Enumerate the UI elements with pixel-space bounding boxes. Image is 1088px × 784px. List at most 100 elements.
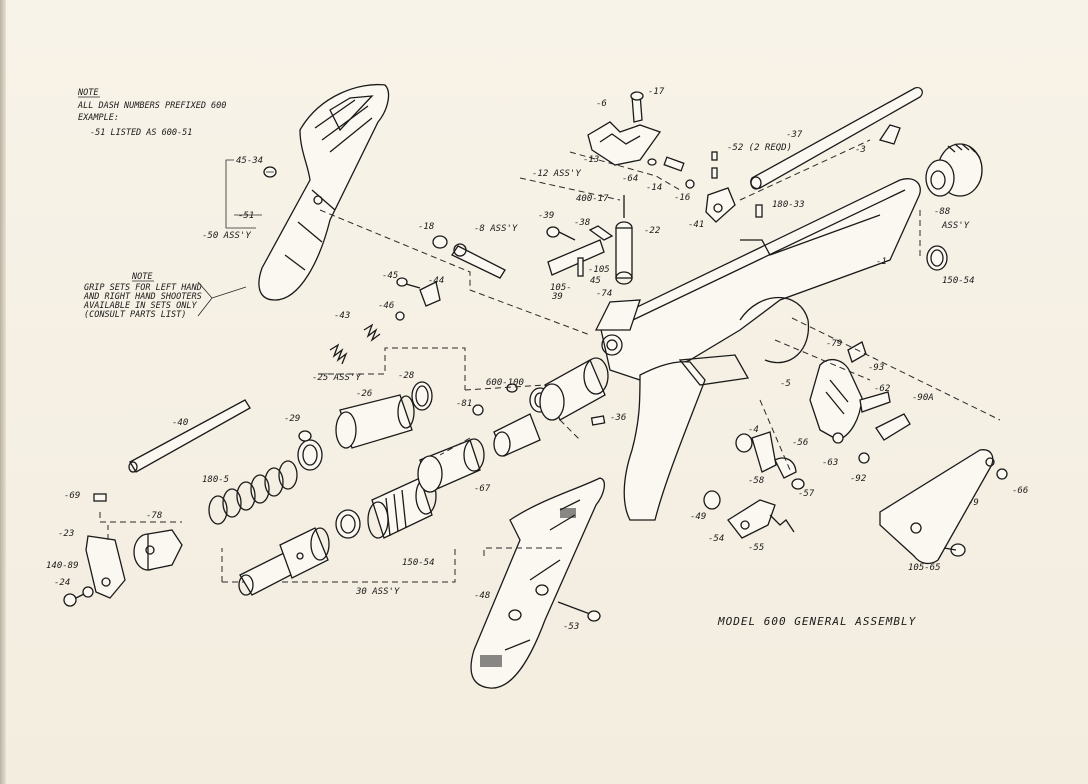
leader-37 xyxy=(739,139,871,201)
ring-29 xyxy=(297,430,323,471)
label-63: -63 xyxy=(822,458,838,468)
label-45b: 45 xyxy=(590,276,601,286)
label-45-34: 45-34 xyxy=(236,156,263,166)
label-600-100: 600-100 xyxy=(486,378,524,388)
label-4: -4 xyxy=(748,425,759,435)
label-48: -48 xyxy=(474,591,490,601)
cylinder-22 xyxy=(615,195,633,285)
spring-180-5-part xyxy=(208,460,298,525)
label-88: -88 xyxy=(934,207,950,217)
label-92: -92 xyxy=(850,474,866,484)
label-55: -55 xyxy=(748,543,764,553)
label-50-assy: -50 ASS'Y xyxy=(202,231,251,241)
spring-43 xyxy=(329,323,381,365)
label-105-65: 105-65 xyxy=(908,563,941,573)
label-30-assy: 30 ASS'Y xyxy=(355,587,400,597)
end-cap-23 xyxy=(85,535,126,599)
rod-40-part xyxy=(128,399,251,473)
label-1: -1 xyxy=(876,257,887,267)
label-24: -24 xyxy=(54,578,70,588)
leader-17 xyxy=(519,177,621,201)
label-13: -13 xyxy=(583,155,599,165)
label-6: -6 xyxy=(596,99,607,109)
bracket-25 xyxy=(318,347,466,390)
label-41: -41 xyxy=(688,220,704,230)
grip-note-line-4: (CONSULT PARTS LIST) xyxy=(84,310,186,320)
label-58: -58 xyxy=(748,476,764,486)
ring-28 xyxy=(411,381,433,411)
label-81: -81 xyxy=(456,399,472,409)
washer-150-54-lower xyxy=(335,509,361,539)
label-16: -16 xyxy=(674,193,690,203)
diagram-title: MODEL 600 GENERAL ASSEMBLY xyxy=(717,615,917,628)
bracket-48 xyxy=(483,547,565,556)
label-52: -52 (2 REQD) xyxy=(727,143,792,153)
label-36: -36 xyxy=(610,413,626,423)
leaders-trigger xyxy=(759,317,1001,471)
pin-36 xyxy=(590,415,606,426)
label-25-assy: -25 ASS'Y xyxy=(312,373,361,383)
screws-24-69 xyxy=(63,493,107,607)
leaders-center xyxy=(439,384,581,456)
top-note-line-3: -51 LISTED AS 600-51 xyxy=(90,128,192,138)
sleeve-67-part xyxy=(417,438,485,493)
screw-53 xyxy=(557,601,601,622)
rear-sight-part xyxy=(587,91,662,166)
label-90a: -90A xyxy=(912,393,934,403)
label-56: -56 xyxy=(792,438,808,448)
label-9: -9 xyxy=(968,498,979,508)
label-37: -37 xyxy=(786,130,803,140)
label-39b: 39 xyxy=(551,292,563,302)
label-39: -39 xyxy=(538,211,554,221)
label-64: -64 xyxy=(622,174,638,184)
sear-58-54 xyxy=(703,490,795,539)
pin-45-44 xyxy=(395,277,441,321)
grip-note: NOTE GRIP SETS FOR LEFT HAND AND RIGHT H… xyxy=(83,272,247,320)
pins-56-63-92 xyxy=(791,432,870,490)
bracket-50 xyxy=(225,159,256,229)
label-29: -29 xyxy=(284,414,300,424)
part-labels: -6 -17 -37 -52 (2 REQD) -3 -13 -12 ASS'Y… xyxy=(46,87,1028,632)
plug-78 xyxy=(133,529,183,571)
label-69: -69 xyxy=(64,491,80,501)
label-38: -38 xyxy=(574,218,590,228)
grip-note-line-1: GRIP SETS FOR LEFT HAND xyxy=(84,283,202,293)
label-22: -22 xyxy=(644,226,660,236)
valve-81-part xyxy=(472,383,551,457)
label-74: -74 xyxy=(596,289,612,299)
trigger-4-part xyxy=(735,431,797,479)
housing-cylinder-part xyxy=(539,357,609,421)
label-400-17: 400-17 xyxy=(576,194,609,204)
label-17: -17 xyxy=(648,87,665,97)
top-note-line-2: EXAMPLE: xyxy=(78,113,119,123)
left-grip-part xyxy=(258,83,390,301)
label-45: -45 xyxy=(382,271,398,281)
top-note-heading: NOTE xyxy=(77,88,99,98)
label-26: -26 xyxy=(356,389,372,399)
label-79: -79 xyxy=(826,339,842,349)
label-105: -105 xyxy=(588,265,610,275)
screw-45-34 xyxy=(263,166,277,178)
small-parts-14-16 xyxy=(647,156,695,189)
leader-23 xyxy=(99,512,182,540)
label-43: -43 xyxy=(334,311,350,321)
lever-62-90a xyxy=(859,391,911,441)
label-93: -93 xyxy=(868,363,884,373)
plate-38-part xyxy=(546,225,614,277)
washer-150-54-upper xyxy=(926,245,948,271)
label-40: -40 xyxy=(172,418,188,428)
label-46: -46 xyxy=(378,301,394,311)
label-3: -3 xyxy=(855,145,866,155)
label-51: -51 xyxy=(238,211,254,221)
barrel-part xyxy=(750,86,923,190)
label-57: -57 xyxy=(798,489,815,499)
top-note: NOTE ALL DASH NUMBERS PREFIXED 600 EXAMP… xyxy=(77,88,226,138)
top-note-line-1: ALL DASH NUMBERS PREFIXED 600 xyxy=(77,101,226,111)
piston-30-part xyxy=(238,527,330,596)
label-5: -5 xyxy=(780,379,791,389)
pin-8-assy xyxy=(432,235,506,279)
cap-88-part xyxy=(925,143,983,197)
grip-note-line-2: AND RIGHT HAND SHOOTERS xyxy=(83,292,202,302)
receiver-frame-part xyxy=(594,178,921,521)
